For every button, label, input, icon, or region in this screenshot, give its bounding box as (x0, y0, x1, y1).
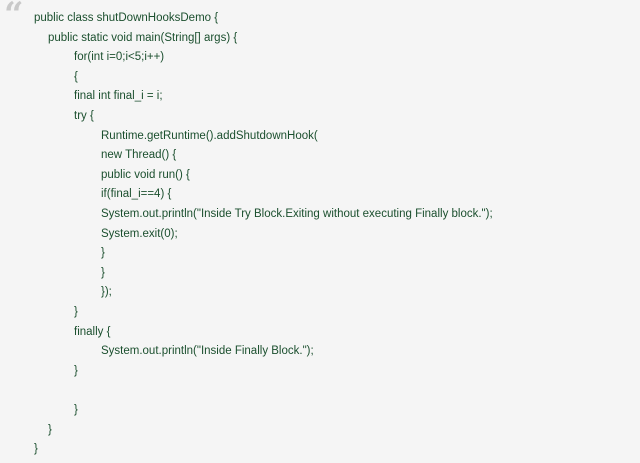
code-line: try { (74, 110, 94, 122)
code-line: if(final_i==4) { (101, 188, 172, 201)
code-line: System.out.println("Inside Finally Block… (101, 345, 314, 358)
code-line: { (74, 70, 78, 83)
code-line: } (48, 423, 52, 436)
code-line: final int final_i = i; (74, 90, 163, 103)
code-line: for(int i=0;i<5;i++) (74, 51, 165, 64)
code-line: } (101, 247, 105, 260)
code-line: } (74, 404, 78, 416)
code-line: } (34, 443, 38, 456)
code-line: }); (101, 286, 112, 299)
code-line: System.out.println("Inside Try Block.Exi… (101, 208, 493, 220)
code-line: } (101, 266, 105, 279)
code-line: new Thread() { (101, 149, 177, 162)
code-line: System.exit(0); (101, 227, 178, 240)
code-line: Runtime.getRuntime().addShutdownHook( (101, 129, 318, 142)
code-line: public class shutDownHooksDemo { (34, 12, 219, 24)
code-line: finally { (74, 325, 111, 338)
code-line: } (74, 364, 78, 377)
code-line: public static void main(String[] args) { (48, 31, 238, 44)
code-line: public void run() { (101, 168, 190, 181)
quote-mark-icon: “ (4, 0, 24, 35)
code-line: } (74, 306, 78, 318)
